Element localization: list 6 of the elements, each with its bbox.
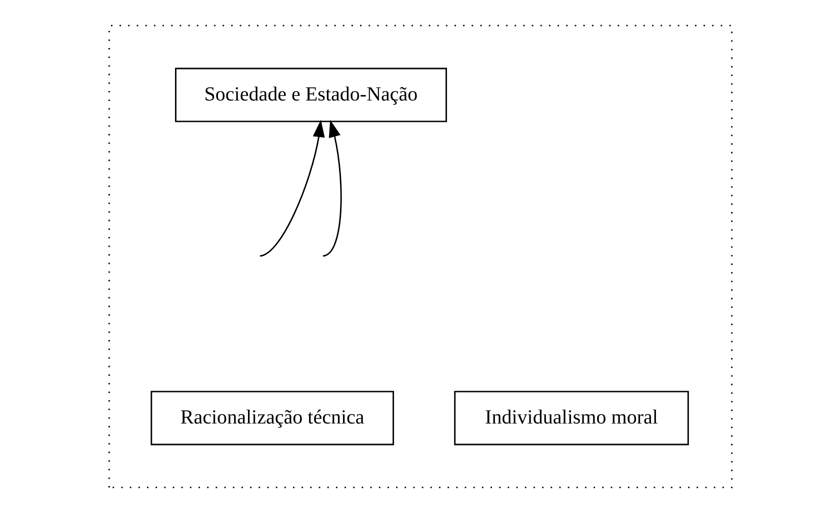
arrow bbox=[322, 120, 342, 257]
node-box: Sociedade e Estado-Nação bbox=[174, 68, 446, 122]
cluster bbox=[108, 24, 732, 488]
node-box: Racionalização técnica bbox=[150, 390, 394, 446]
arrow bbox=[259, 120, 324, 257]
node-box: Individualismo moral bbox=[454, 390, 688, 446]
